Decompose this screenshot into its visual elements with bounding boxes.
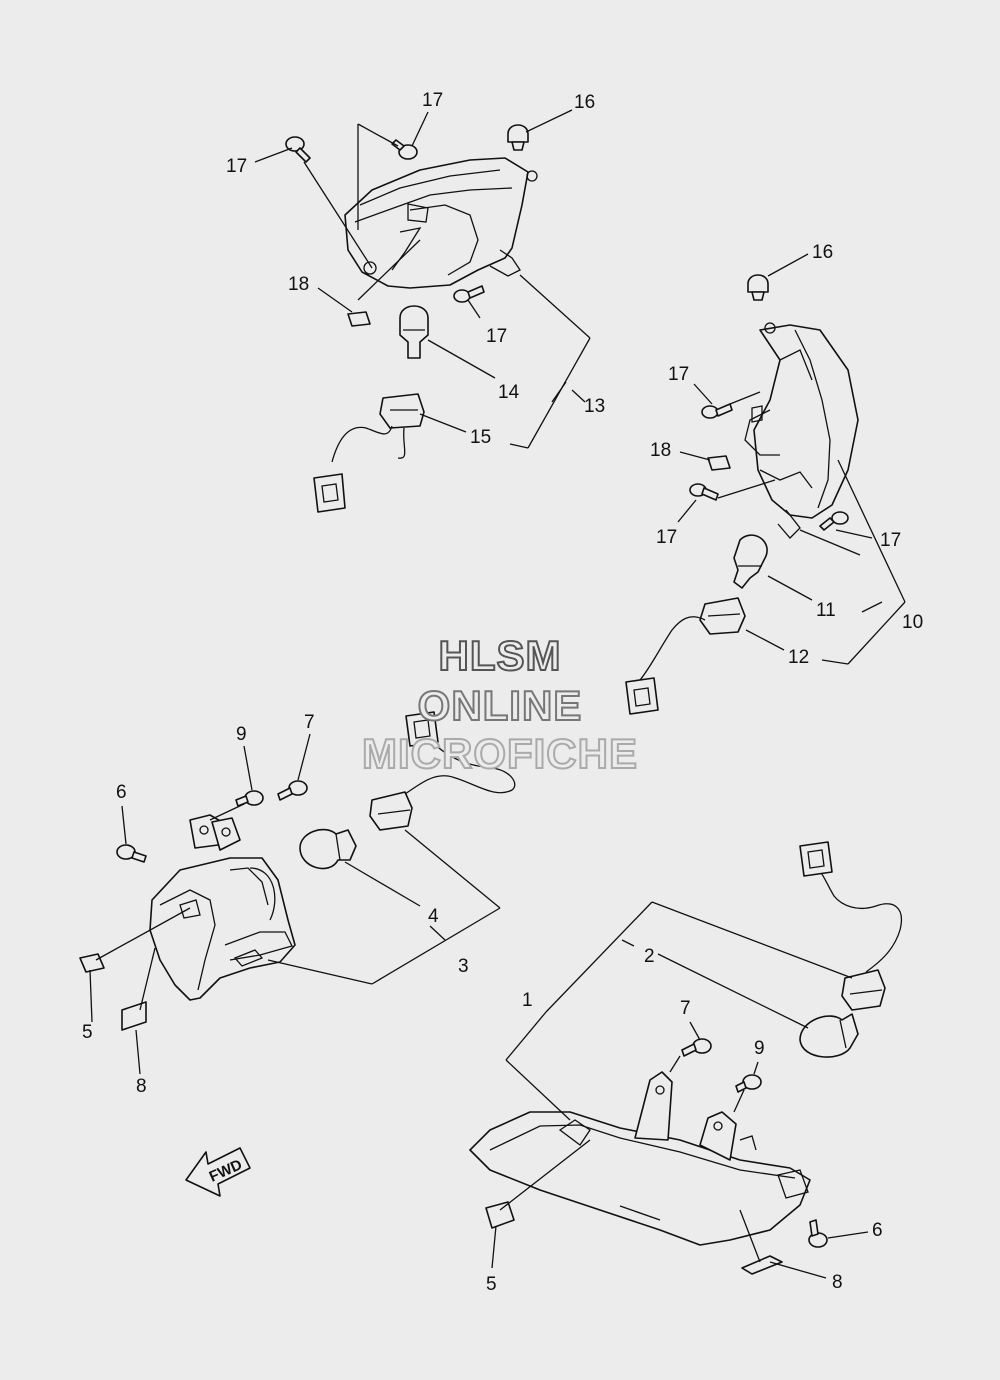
screw-17f <box>819 511 849 531</box>
callout-1: 1 <box>522 990 533 1011</box>
callout-9: 9 <box>236 724 247 745</box>
callout-4: 4 <box>428 906 439 927</box>
callout-3: 3 <box>458 956 469 977</box>
callout-17: 17 <box>668 364 689 385</box>
callout-2: 2 <box>644 946 655 967</box>
rivet-6b <box>808 1219 828 1248</box>
screw-17d <box>701 403 733 419</box>
bulb-4 <box>299 828 357 870</box>
screw-17b <box>391 139 418 160</box>
screw-17a <box>285 136 311 163</box>
nut-18a <box>347 311 371 327</box>
callout-7: 7 <box>680 998 691 1019</box>
callout-11: 11 <box>816 600 836 621</box>
screw-9b <box>735 1074 762 1093</box>
callout-17: 17 <box>422 90 443 111</box>
screw-17e <box>689 483 719 501</box>
callout-8: 8 <box>136 1076 147 1097</box>
callout-17: 17 <box>656 527 677 548</box>
callout-17: 17 <box>880 530 901 551</box>
callout-13: 13 <box>584 396 605 417</box>
callout-9: 9 <box>754 1038 765 1059</box>
callout-labels: 17 17 16 18 17 14 13 15 16 17 18 17 17 1… <box>82 90 923 1295</box>
socket-cord-left <box>369 711 516 831</box>
callout-7: 7 <box>304 712 315 733</box>
tape-8b <box>741 1255 783 1275</box>
callout-12: 12 <box>788 647 809 668</box>
front-right-flasher-assembly <box>469 1071 811 1246</box>
clip-5a <box>79 953 105 973</box>
callout-17: 17 <box>486 326 507 347</box>
watermark-line-3: MICROFICHE <box>361 729 638 778</box>
callout-18: 18 <box>650 440 671 461</box>
rear-left-flasher-assembly <box>344 157 538 289</box>
callout-6: 6 <box>872 1220 883 1241</box>
socket-cord-15 <box>313 393 425 513</box>
tape-8a <box>121 1001 147 1031</box>
callout-15: 15 <box>470 427 491 448</box>
leader-lines <box>89 109 906 1279</box>
callout-17: 17 <box>226 156 247 177</box>
screw-9a <box>235 790 264 807</box>
bulb-2 <box>799 1013 859 1058</box>
callout-14: 14 <box>498 382 520 403</box>
socket-cord-right <box>799 841 902 1011</box>
screw-7a <box>277 780 308 801</box>
nut-16a <box>507 124 529 151</box>
callout-6: 6 <box>116 782 127 803</box>
watermark-line-1: HLSM <box>438 631 562 680</box>
front-left-flasher-assembly <box>149 814 296 1001</box>
callout-16: 16 <box>574 92 595 113</box>
rear-right-flasher-assembly <box>744 322 859 539</box>
watermark-line-2: ONLINE <box>417 681 583 730</box>
callout-5: 5 <box>82 1022 93 1043</box>
callout-18: 18 <box>288 274 309 295</box>
bulb-11 <box>733 534 768 589</box>
callout-10: 10 <box>902 612 923 633</box>
rivet-6a <box>116 844 147 863</box>
callout-8: 8 <box>832 1272 843 1293</box>
nut-16b <box>747 274 769 301</box>
clip-5b <box>485 1201 515 1229</box>
screw-17c <box>453 285 485 303</box>
socket-cord-12 <box>625 597 746 715</box>
fwd-label: FWD <box>207 1156 245 1185</box>
nut-18b <box>707 455 731 471</box>
screw-7b <box>681 1038 712 1057</box>
callout-5: 5 <box>486 1274 497 1295</box>
bulb-14 <box>399 305 429 359</box>
callout-16: 16 <box>812 242 833 263</box>
forward-direction-arrow: FWD <box>185 1147 251 1197</box>
